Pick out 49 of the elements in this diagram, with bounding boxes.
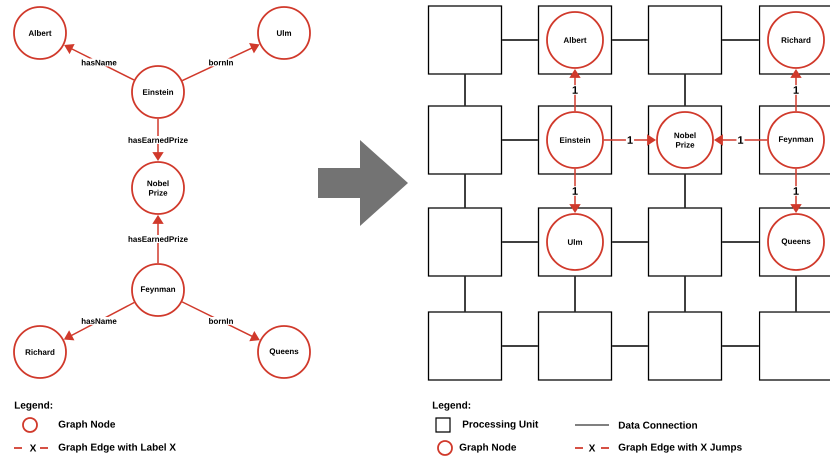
processing-unit-box — [538, 311, 612, 381]
connection-line — [464, 174, 466, 208]
processing-unit-box — [428, 5, 502, 75]
legend-text: Graph Node — [460, 443, 516, 453]
connection-line — [795, 276, 797, 312]
connection-line — [502, 345, 538, 347]
processing-unit-box — [648, 207, 722, 277]
connection-line — [502, 39, 538, 41]
legend-sample-label: X — [588, 444, 596, 452]
connection-line — [722, 345, 759, 347]
processing-unit-box — [648, 5, 722, 75]
connection-line — [464, 74, 466, 106]
legend-text: Data Connection — [618, 421, 698, 429]
processing-unit-box — [758, 311, 830, 381]
edge-label: 1 — [570, 85, 580, 95]
legend-heading: Legend: — [14, 401, 52, 411]
edge-label: bornIn — [208, 58, 234, 66]
processing-unit-box — [428, 207, 502, 277]
connection-line — [612, 39, 648, 41]
edge-label: hasName — [80, 317, 118, 325]
edge-label: 1 — [570, 186, 580, 196]
edge-label: bornIn — [208, 317, 234, 325]
connection-line — [722, 241, 759, 243]
edge-label: 1 — [626, 135, 634, 145]
connection-line — [684, 74, 686, 106]
connection-line — [502, 139, 538, 141]
processing-unit-box — [428, 105, 502, 175]
edge-label: hasName — [80, 58, 118, 66]
legend-text: Graph Edge with Label X — [58, 443, 176, 453]
edge-label: 1 — [736, 135, 745, 145]
processing-unit-box — [428, 311, 502, 381]
connection-line — [722, 39, 759, 41]
edge-label: hasEarnedPrize — [126, 136, 190, 144]
connection-line — [612, 241, 648, 243]
connection-line — [684, 276, 686, 312]
connection-line — [684, 174, 686, 208]
legend-sample-label: X — [30, 444, 36, 452]
edge-label: hasEarnedPrize — [126, 235, 190, 243]
legend-text: Graph Node — [58, 420, 116, 430]
connection-line — [574, 276, 576, 312]
legend-text: Graph Edge with X Jumps — [618, 443, 742, 453]
edge-label: 1 — [792, 85, 800, 95]
legend-text: Processing Unit — [462, 420, 538, 430]
connection-line — [464, 276, 466, 312]
edge-label: 1 — [792, 186, 800, 196]
connection-line — [502, 241, 538, 243]
legend-heading: Legend: — [432, 401, 470, 411]
processing-unit-box — [648, 311, 722, 381]
connection-line — [612, 345, 648, 347]
